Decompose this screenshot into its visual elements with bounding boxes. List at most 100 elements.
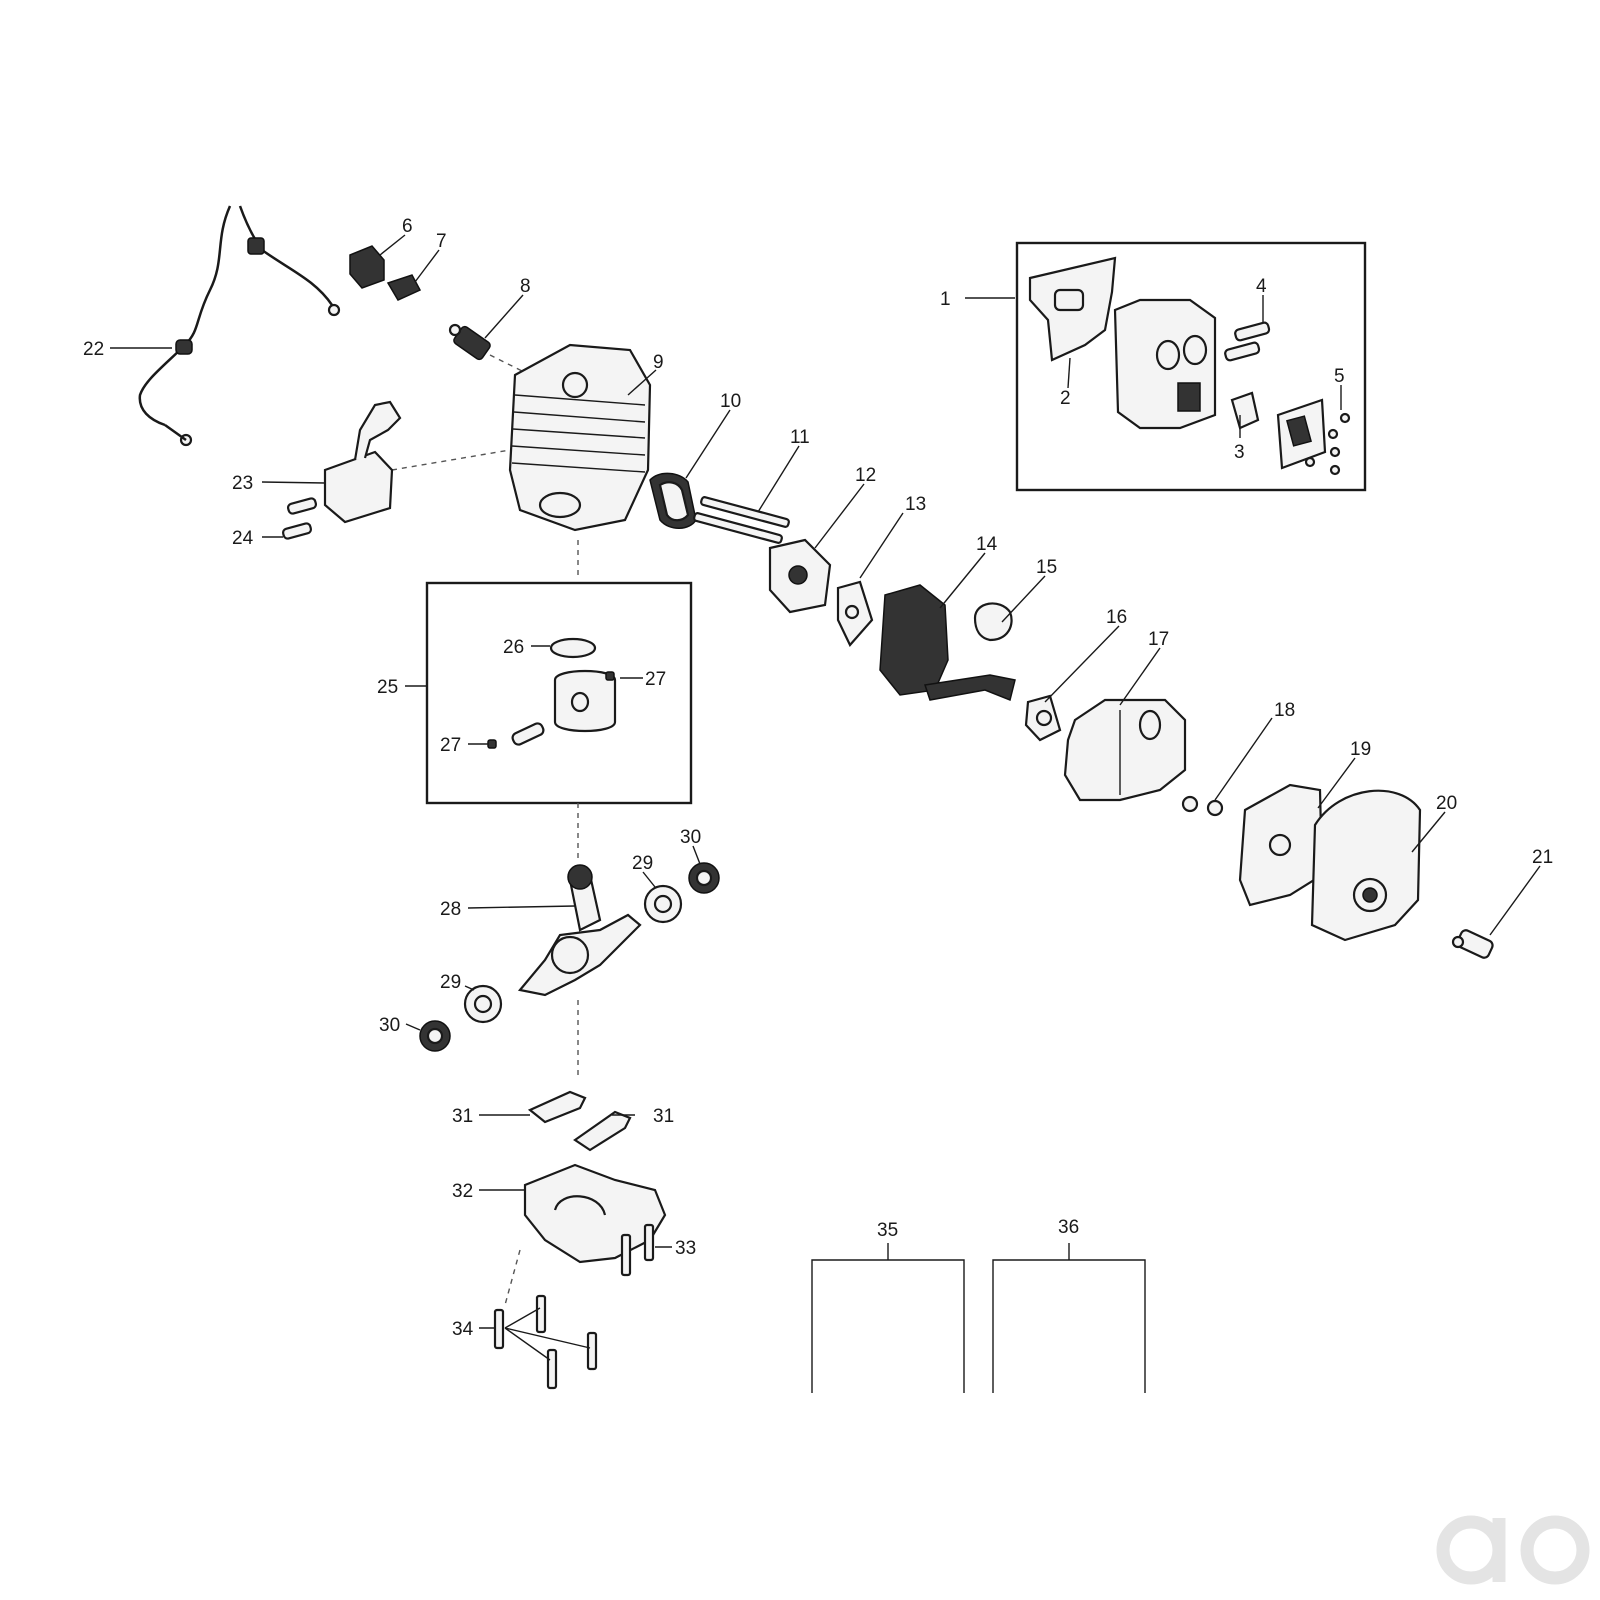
leader bbox=[859, 512, 904, 579]
leader bbox=[627, 369, 657, 396]
blank-box-36 bbox=[992, 1259, 1146, 1393]
leader bbox=[1411, 811, 1446, 853]
piston-kit-frame bbox=[425, 581, 693, 805]
leader bbox=[939, 552, 986, 609]
knob-stud bbox=[1451, 935, 1465, 949]
leader-dash bbox=[489, 354, 531, 376]
leader bbox=[814, 483, 865, 549]
callout-36: 36 bbox=[1058, 1217, 1079, 1238]
leader bbox=[1214, 717, 1273, 801]
callout-9: 9 bbox=[653, 352, 664, 373]
leader bbox=[261, 481, 326, 484]
callout-33: 33 bbox=[675, 1238, 696, 1259]
muffler-port-left bbox=[1155, 339, 1181, 371]
leader bbox=[379, 234, 406, 256]
leader bbox=[1001, 575, 1046, 623]
coil-screw-part bbox=[286, 497, 318, 515]
case-bolt-part bbox=[620, 1233, 632, 1277]
gasket-hole bbox=[1035, 709, 1053, 727]
wire-harness-part bbox=[138, 205, 232, 427]
callout-24: 24 bbox=[232, 528, 254, 549]
small-screw-part bbox=[1339, 412, 1351, 424]
callout-31-left: 31 bbox=[452, 1106, 473, 1127]
air-box-group bbox=[1024, 694, 1494, 959]
crankcase-saddle bbox=[553, 1195, 607, 1216]
callout-labels: 1 2 3 4 5 6 7 8 9 10 11 12 13 14 15 16 1… bbox=[83, 216, 1553, 1340]
leader bbox=[1067, 357, 1071, 389]
cylinder-fin bbox=[513, 411, 646, 423]
leader bbox=[642, 871, 656, 888]
small-gasket-part bbox=[1230, 391, 1260, 430]
muffler-outlet bbox=[1177, 382, 1201, 412]
crank-counterweight bbox=[550, 935, 590, 975]
callout-30-upper: 30 bbox=[680, 827, 701, 848]
leader-lines bbox=[110, 234, 1541, 1361]
case-bolt-part bbox=[493, 1308, 505, 1350]
cylinder-fin bbox=[512, 428, 646, 439]
muffler-bolt-part bbox=[1224, 341, 1261, 362]
ignition-lead bbox=[353, 400, 402, 461]
air-box-part bbox=[1063, 698, 1187, 802]
gasket-port bbox=[1053, 288, 1085, 312]
callout-27-right: 27 bbox=[645, 669, 666, 690]
adapter-hole bbox=[788, 565, 808, 585]
callout-18: 18 bbox=[1274, 700, 1295, 721]
callout-22: 22 bbox=[83, 339, 104, 360]
carb-lever bbox=[924, 674, 1016, 702]
wire-harness-group bbox=[138, 205, 341, 447]
callout-28: 28 bbox=[440, 899, 461, 920]
intake-boot-ring bbox=[658, 481, 690, 522]
air-cover-part bbox=[1310, 789, 1422, 942]
callout-29-lower: 29 bbox=[440, 972, 461, 993]
case-gasket-part bbox=[573, 1110, 632, 1152]
leader-dash bbox=[504, 1249, 521, 1306]
muffler-kit-frame bbox=[1015, 241, 1367, 492]
cylinder-plug-port bbox=[561, 371, 589, 399]
logo-right-ring bbox=[1520, 1515, 1590, 1585]
cylinder-fin bbox=[511, 462, 646, 473]
piston-ring-part bbox=[549, 637, 597, 659]
leader bbox=[414, 249, 440, 283]
wire-branch bbox=[238, 205, 334, 306]
case-bolt-part bbox=[535, 1294, 547, 1334]
muffler-port-right bbox=[1182, 334, 1208, 366]
crankshaft-group bbox=[419, 862, 720, 1075]
nut-part bbox=[1206, 799, 1224, 817]
leader bbox=[692, 845, 701, 865]
case-gasket-part bbox=[527, 1090, 587, 1124]
callout-3: 3 bbox=[1234, 442, 1245, 463]
callout-25: 25 bbox=[377, 677, 398, 698]
screen-mesh bbox=[1286, 415, 1312, 447]
switch-cover-part bbox=[386, 274, 422, 301]
piston-clip-part bbox=[487, 739, 497, 749]
leader bbox=[467, 905, 576, 909]
callout-10: 10 bbox=[720, 391, 741, 412]
leader-dash bbox=[391, 449, 511, 471]
bearing-bore bbox=[653, 894, 673, 914]
callout-19: 19 bbox=[1350, 739, 1371, 760]
blank-box-35 bbox=[811, 1259, 965, 1393]
callout-11: 11 bbox=[790, 427, 810, 448]
callout-31-right: 31 bbox=[653, 1106, 674, 1127]
callout-35: 35 bbox=[877, 1220, 898, 1241]
callout-27-left: 27 bbox=[440, 735, 461, 756]
carburetor-part bbox=[879, 584, 949, 696]
callout-5: 5 bbox=[1334, 366, 1345, 387]
cylinder-base-port bbox=[538, 491, 582, 519]
callout-34: 34 bbox=[452, 1319, 474, 1340]
wire-clip bbox=[247, 237, 265, 255]
callout-16: 16 bbox=[1106, 607, 1127, 628]
piston-pin-part bbox=[511, 722, 545, 746]
small-screw-part bbox=[1327, 428, 1339, 440]
small-screw-part bbox=[1329, 464, 1341, 476]
leader bbox=[405, 1023, 421, 1031]
intake-group bbox=[649, 472, 874, 647]
callout-30-lower: 30 bbox=[379, 1015, 400, 1036]
cover-grille-holes bbox=[1362, 887, 1378, 903]
switch-part bbox=[349, 245, 385, 289]
case-bolt-part bbox=[643, 1223, 655, 1262]
air-box-port bbox=[1138, 709, 1162, 741]
callout-2: 2 bbox=[1060, 388, 1071, 409]
leader bbox=[1489, 865, 1541, 936]
long-bolt-part bbox=[700, 496, 790, 528]
